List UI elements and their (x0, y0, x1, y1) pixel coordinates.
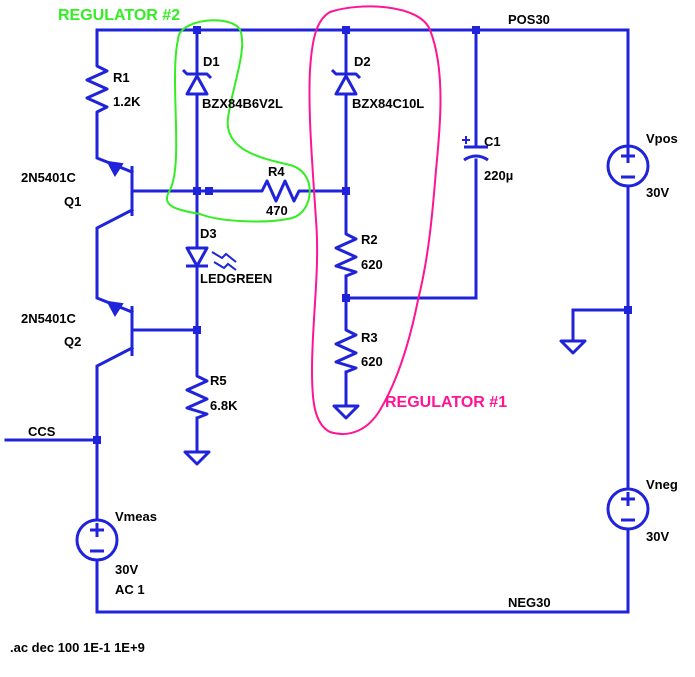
resistor-r3-zigzag (334, 324, 358, 374)
q1-model: 2N5401C (21, 170, 77, 185)
transistor-q1-emitter-arrow (106, 160, 124, 177)
q2-model: 2N5401C (21, 311, 77, 326)
vmeas-ref: Vmeas (115, 509, 157, 524)
junction-dot (342, 187, 350, 195)
d2-value: BZX84C10L (352, 96, 424, 111)
resistor-r1 (85, 62, 109, 116)
capacitor-c1-plate-bottom (463, 154, 489, 162)
c1-value: 220µ (484, 168, 513, 183)
voltage-source-vneg-body (606, 487, 650, 531)
plus-icon (621, 149, 635, 163)
q1-ref: Q1 (64, 194, 81, 209)
junction-dot (342, 294, 350, 302)
capacitor-c1-polarity (462, 136, 470, 144)
junction-dot (624, 306, 632, 314)
capacitor-c1 (462, 136, 489, 162)
voltage-source-vpos (606, 144, 650, 188)
d1-ref: D1 (203, 54, 220, 69)
d3-value: LEDGREEN (200, 271, 272, 286)
d3-ref: D3 (200, 226, 217, 241)
wire-vneg-neg30 (95, 528, 630, 614)
r2-value: 620 (361, 257, 383, 272)
junction-dot (342, 26, 350, 34)
q2-ref: Q2 (64, 334, 81, 349)
led-d3 (185, 246, 237, 271)
r1-ref: R1 (113, 70, 130, 85)
vmeas-value: 30V (115, 562, 138, 577)
wire-pos30-rail (95, 28, 630, 150)
zener-d2-triangle (334, 74, 358, 96)
wire-c1-mid (344, 158, 478, 300)
junctions (93, 26, 632, 444)
vpos-ref: Vpos (646, 131, 678, 146)
d1-value: BZX84B6V2L (202, 96, 283, 111)
zener-diode-d2 (330, 68, 362, 96)
zener-d1-bar (181, 68, 213, 80)
regulator-2-label: REGULATOR #2 (58, 7, 180, 24)
vneg-ref: Vneg (646, 477, 678, 492)
ground-icon (332, 404, 360, 420)
vneg-value: 30V (646, 529, 669, 544)
junction-dot (205, 187, 213, 195)
net-label-neg30: NEG30 (508, 595, 551, 610)
regulator-2-outline (166, 19, 311, 223)
r3-ref: R3 (361, 330, 378, 345)
r5-ref: R5 (210, 373, 227, 388)
wire-q1-q2 (95, 207, 135, 314)
resistor-r2 (334, 230, 358, 278)
junction-dot (93, 436, 101, 444)
resistor-r1-zigzag (85, 62, 109, 116)
zener-d2-bar (330, 68, 362, 80)
voltage-source-vmeas-body (75, 518, 119, 562)
led-d3-light-arrow (211, 251, 237, 263)
c1-ref: C1 (484, 134, 501, 149)
r4-value: 470 (266, 203, 288, 218)
voltage-source-vneg (606, 487, 650, 531)
zener-d1-triangle (185, 74, 209, 96)
transistor-q2-emitter-arrow (106, 300, 124, 317)
junction-dot (193, 326, 201, 334)
resistor-r2-zigzag (334, 230, 358, 278)
junction-dot (193, 26, 201, 34)
plus-icon (621, 492, 635, 506)
junction-dot (472, 26, 480, 34)
regulator-1-outline (308, 5, 442, 435)
r3-value: 620 (361, 354, 383, 369)
regulator-1-label: REGULATOR #1 (385, 394, 507, 411)
resistor-r5-zigzag (185, 370, 209, 420)
resistor-r4-zigzag (257, 179, 303, 203)
r1-value: 1.2K (113, 94, 141, 109)
ground-icon (559, 339, 587, 355)
wires (4, 28, 630, 614)
ground-icon (183, 450, 211, 466)
voltage-source-vmeas (75, 518, 119, 562)
net-label-pos30: POS30 (508, 12, 550, 27)
voltage-source-vpos-body (606, 144, 650, 188)
d2-ref: D2 (354, 54, 371, 69)
wire-right-ground (571, 308, 630, 342)
vpos-value: 30V (646, 185, 669, 200)
led-d3-triangle (185, 246, 209, 268)
resistor-r3 (334, 324, 358, 374)
plus-icon (90, 523, 104, 537)
transistor-q2 (106, 300, 134, 356)
vmeas-ac: AC 1 (115, 582, 145, 597)
r5-value: 6.8K (210, 398, 238, 413)
transistor-q1 (106, 160, 134, 216)
zener-diode-d1 (181, 68, 213, 96)
wire-q2-ccs (95, 345, 135, 520)
spice-directive: .ac dec 100 1E-1 1E+9 (10, 640, 145, 655)
resistor-r4 (257, 179, 303, 203)
junction-dot (193, 187, 201, 195)
led-d3-light-arrow (213, 261, 237, 271)
r2-ref: R2 (361, 232, 378, 247)
net-label-ccs: CCS (28, 424, 56, 439)
r4-ref: R4 (268, 164, 285, 179)
resistor-r5 (185, 370, 209, 420)
